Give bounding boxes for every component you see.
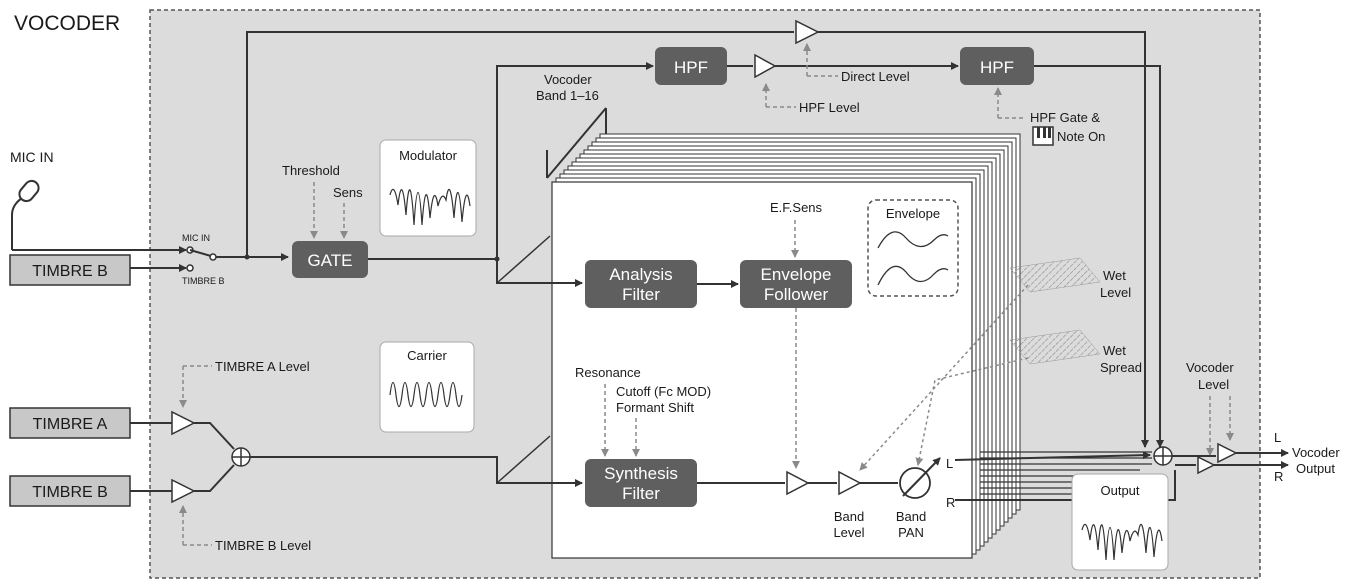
hpf-level-label: HPF Level	[799, 100, 860, 115]
wet-level-label-line2: Level	[1100, 285, 1131, 300]
modulator-label: Modulator	[399, 148, 457, 163]
threshold-label: Threshold	[282, 163, 340, 178]
cutoff-label: Cutoff (Fc MOD)	[616, 384, 711, 399]
vocoder-level-amp-r	[1197, 455, 1216, 475]
wet-spread-label-line2: Spread	[1100, 360, 1142, 375]
hpf-gate-label-line2: Note On	[1057, 129, 1105, 144]
hpf-left-block	[655, 47, 727, 85]
band-pan-knob	[899, 457, 941, 499]
switch-timbre-b-label: TIMBRE B	[182, 276, 225, 286]
envelope-follower-label-line1: Envelope	[761, 265, 832, 284]
timbre-a-level-label: TIMBRE A Level	[215, 359, 310, 374]
carrier-mixer-sum	[231, 447, 251, 467]
envelope-label: Envelope	[886, 206, 940, 221]
envelope-follower-block	[740, 260, 852, 308]
hpf-right-label: HPF	[980, 58, 1014, 77]
switch-mic-in-label: MIC IN	[182, 233, 210, 243]
direct-level-amp	[795, 19, 820, 45]
band-pan-label-line1: Band	[896, 509, 926, 524]
synthesis-filter-block	[585, 459, 697, 507]
gate-block	[292, 241, 368, 278]
carrier-wave-box	[379, 341, 475, 433]
timbre-b-level-label: TIMBRE B Level	[215, 538, 311, 553]
timbre-a-box	[9, 407, 131, 439]
page-title: VOCODER	[14, 12, 120, 35]
analysis-filter-label-line2: Filter	[622, 285, 660, 304]
hpf-gate-label-line1: HPF Gate &	[1030, 110, 1100, 125]
keyboard-icon	[1032, 126, 1054, 146]
vocoder-band-label-line1: Vocoder	[544, 72, 592, 87]
hpf-right-block	[960, 47, 1034, 85]
vocoder-band-label-line2: Band 1–16	[536, 88, 599, 103]
pan-l-label: L	[946, 456, 953, 471]
out-r-label: R	[1274, 469, 1283, 484]
analysis-filter-block	[585, 260, 697, 308]
wet-level-label-line1: Wet	[1103, 268, 1126, 283]
timbre-b-bottom-box	[9, 475, 131, 507]
out-l-label: L	[1274, 430, 1281, 445]
sens-label: Sens	[333, 185, 363, 200]
band-level-label-line1: Band	[834, 509, 864, 524]
hpf-level-amp	[754, 53, 777, 79]
formant-shift-label: Formant Shift	[616, 400, 694, 415]
synthesis-filter-label-line2: Filter	[622, 484, 660, 503]
mic-in-label: MIC IN	[10, 149, 54, 165]
band-level-amp	[838, 470, 862, 496]
direct-level-label: Direct Level	[841, 69, 910, 84]
timbre-b-top-label: TIMBRE B	[32, 263, 108, 280]
input-selector-switch	[186, 246, 217, 272]
hpf-left-label: HPF	[674, 58, 708, 77]
wet-spread-hatch	[1009, 329, 1101, 365]
timbre-a-label: TIMBRE A	[33, 416, 108, 433]
vocoder-level-amp-l	[1217, 442, 1238, 464]
vocoder-output-label-line1: Vocoder	[1292, 445, 1340, 460]
timbre-b-top-box	[9, 254, 131, 286]
vocoder-level-label-line2: Level	[1198, 377, 1229, 392]
timbre-a-level-amp	[171, 410, 196, 436]
output-mixer-sum	[1153, 446, 1173, 466]
wet-spread-label-line1: Wet	[1103, 343, 1126, 358]
synthesis-filter-label-line1: Synthesis	[604, 464, 678, 483]
envelope-vca-amp	[786, 470, 810, 496]
pan-r-label: R	[946, 495, 955, 510]
wet-level-hatch	[1009, 257, 1101, 293]
carrier-label: Carrier	[407, 348, 447, 363]
vocoder-output-label-line2: Output	[1296, 461, 1335, 476]
resonance-label: Resonance	[575, 365, 641, 380]
output-label: Output	[1100, 483, 1139, 498]
timbre-b-level-amp	[171, 478, 196, 504]
modulator-wave-box	[379, 139, 477, 237]
output-wave-box	[1071, 473, 1169, 571]
envelope-follower-label-line2: Follower	[764, 285, 829, 304]
microphone-icon	[11, 179, 40, 250]
ef-sens-label: E.F.Sens	[770, 200, 823, 215]
band-level-label-line2: Level	[833, 525, 864, 540]
gate-label: GATE	[307, 251, 352, 270]
timbre-b-bottom-label: TIMBRE B	[32, 484, 108, 501]
analysis-filter-label-line1: Analysis	[609, 265, 672, 284]
band-pan-label-line2: PAN	[898, 525, 924, 540]
band-slash-top	[546, 107, 607, 179]
envelope-wave-box	[867, 199, 959, 297]
vocoder-level-label-line1: Vocoder	[1186, 360, 1234, 375]
